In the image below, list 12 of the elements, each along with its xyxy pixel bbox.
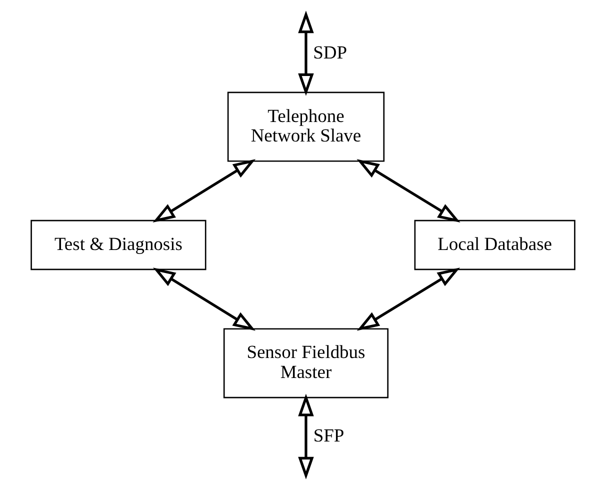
- arrow: [298, 394, 314, 480]
- arrow: [298, 10, 314, 96]
- node-box: Telephone Network Slave: [227, 92, 385, 162]
- edge-label: SDP: [313, 42, 348, 62]
- arrow: [153, 268, 256, 331]
- arrow: [356, 159, 460, 223]
- arrow: [356, 268, 460, 331]
- node-box: Local Database: [414, 220, 576, 270]
- node-box: Test & Diagnosis: [30, 220, 206, 270]
- node-box: Sensor Fieldbus Master: [223, 328, 389, 398]
- arrow: [152, 159, 256, 223]
- edge-label: SFP: [313, 425, 344, 446]
